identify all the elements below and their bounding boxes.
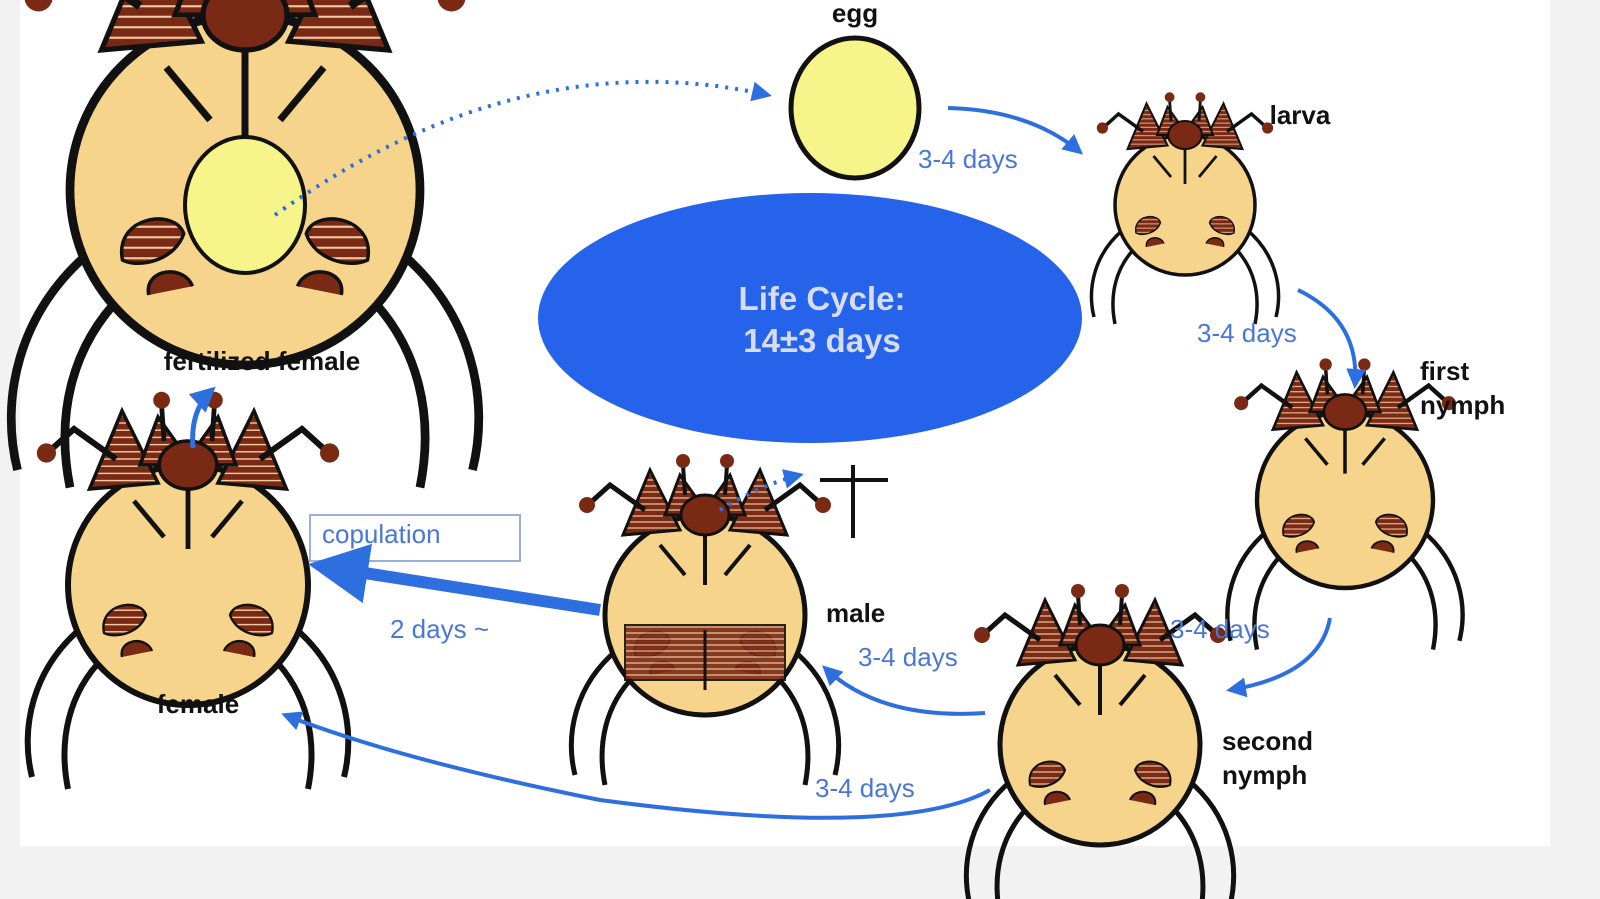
arrow-lay-egg	[273, 79, 772, 217]
male-label: male	[826, 598, 885, 628]
second-nymph-label-2: nymph	[1222, 760, 1307, 790]
first-nymph-label-1: first	[1420, 356, 1469, 386]
first-nymph-label-2: nymph	[1420, 390, 1505, 420]
arrow-larva-to-first	[1297, 288, 1367, 389]
fertilized-female-label: fertilized female	[164, 346, 361, 376]
female-label: female	[157, 689, 239, 719]
life-cycle-center-ellipse	[538, 193, 1082, 443]
center-duration: 14±3 days	[743, 322, 901, 359]
duration-larva-to-first: 3-4 days	[1197, 318, 1297, 348]
center-title: Life Cycle:	[739, 280, 906, 317]
internal-egg	[183, 135, 307, 275]
arrow-male-to-female	[308, 543, 601, 616]
second-nymph-label-1: second	[1222, 726, 1313, 756]
duration-male-to-female: 2 days ~	[390, 614, 489, 644]
duration-first-to-second: 3-4 days	[1170, 614, 1270, 644]
fertilized-female-mite	[11, 0, 479, 488]
egg-shape	[788, 35, 922, 181]
arrow-second-to-male	[822, 665, 986, 716]
duration-egg-to-larva: 3-4 days	[918, 144, 1018, 174]
egg-label: egg	[832, 0, 878, 28]
duration-second-to-male: 3-4 days	[858, 642, 958, 672]
arrow-female-to-fertilized	[188, 386, 216, 449]
male-mite	[571, 454, 838, 785]
copulation-box	[309, 514, 521, 562]
copulation-label: copulation	[322, 519, 441, 549]
larva-label: larva	[1270, 100, 1331, 130]
arrow-second-to-female	[281, 711, 991, 820]
death-cross-icon	[820, 465, 888, 538]
arrow-first-to-second	[1226, 617, 1332, 698]
arrow-egg-to-larva	[947, 106, 1084, 155]
duration-second-to-female: 3-4 days	[815, 773, 915, 803]
